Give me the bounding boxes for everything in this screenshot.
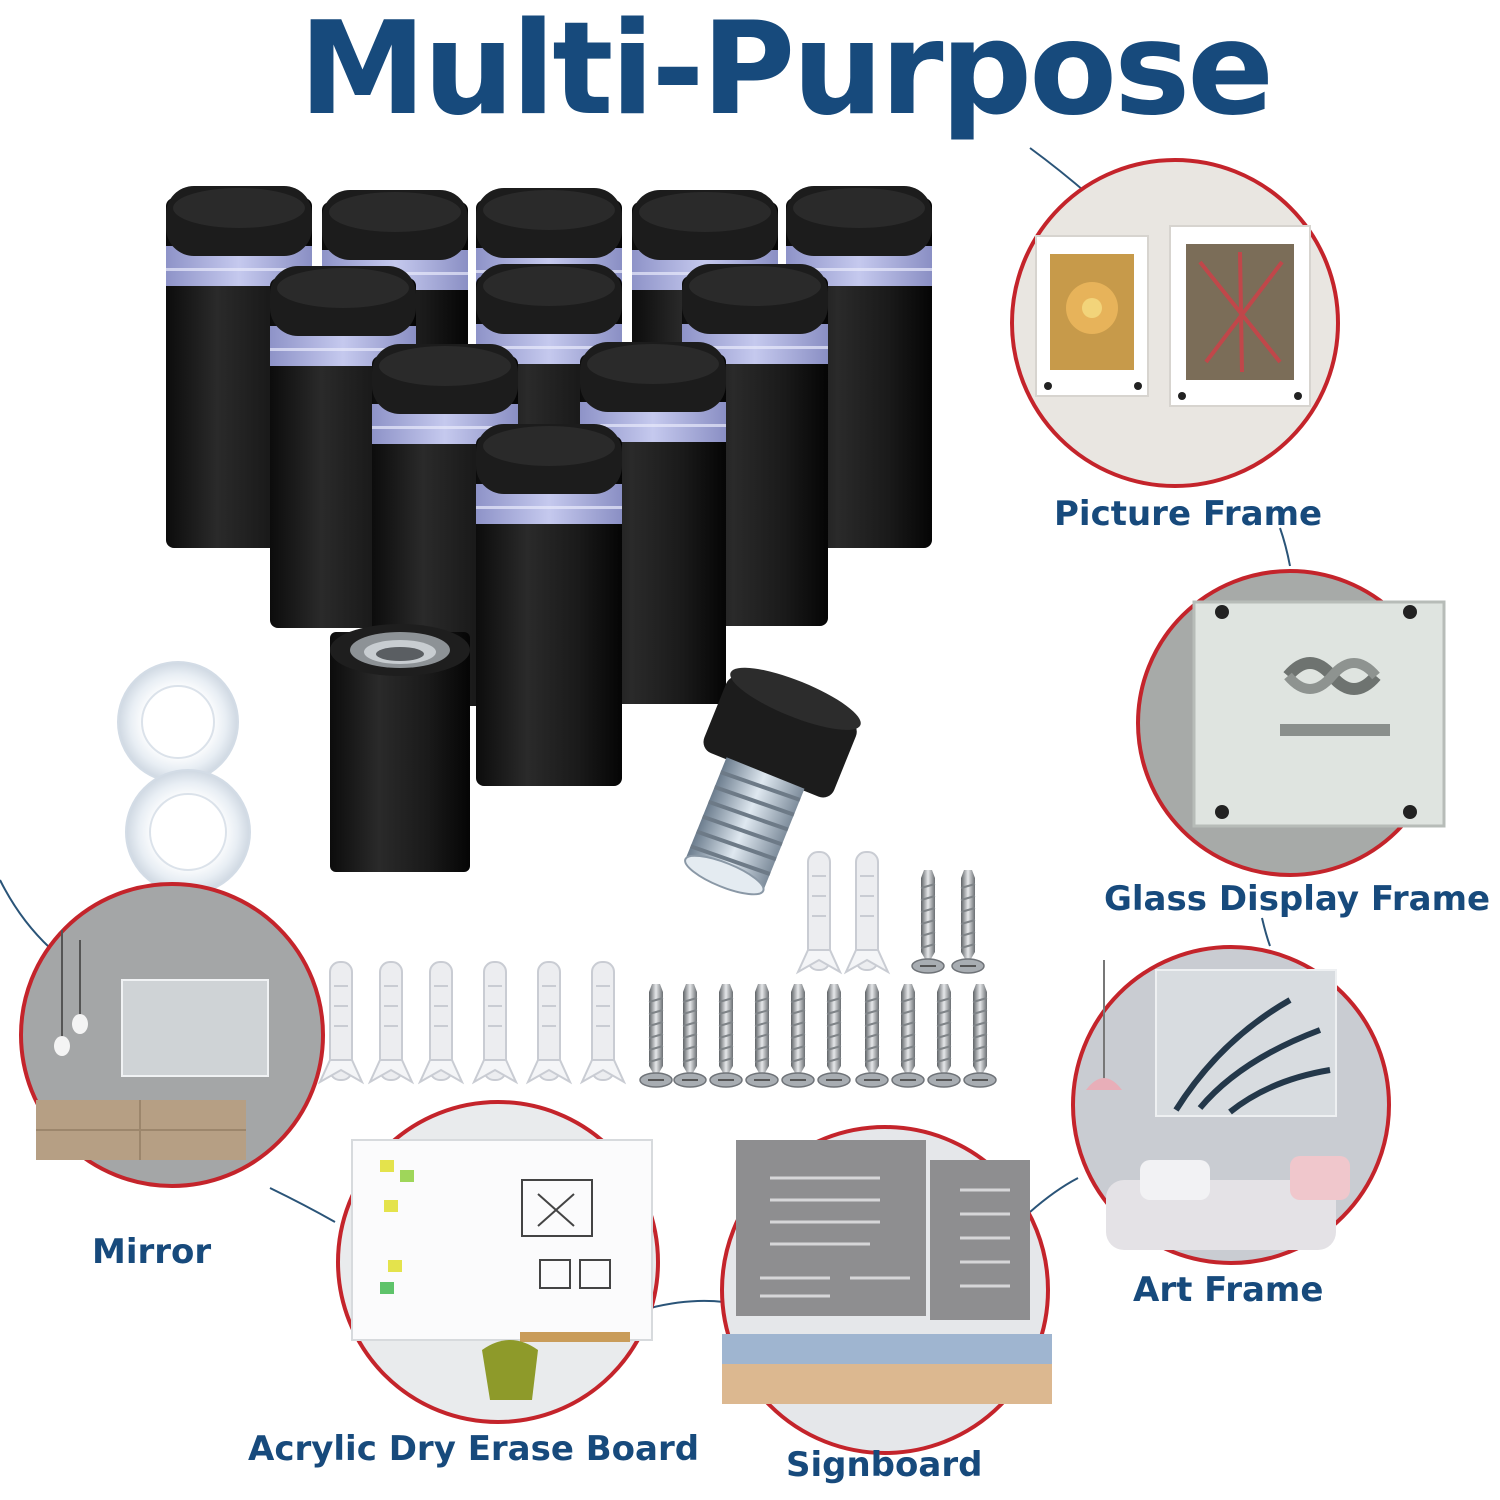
glass-display-frame-photo bbox=[1136, 569, 1446, 877]
label-glass-display-frame: Glass Display Frame bbox=[1104, 879, 1491, 919]
picture-frame-photo bbox=[1010, 158, 1340, 488]
signboard-photo bbox=[720, 1125, 1052, 1455]
standoff-barrel bbox=[330, 624, 470, 872]
standoff-cap-screw bbox=[684, 667, 861, 896]
connector-lines bbox=[0, 147, 1291, 1309]
label-signboard: Signboard bbox=[786, 1445, 983, 1485]
label-picture-frame: Picture Frame bbox=[1054, 494, 1323, 534]
standoff bbox=[476, 424, 622, 786]
page-title: Multi-Purpose bbox=[298, 0, 1274, 144]
label-acrylic-dry-erase-board: Acrylic Dry Erase Board bbox=[248, 1429, 700, 1469]
mirror-photo bbox=[19, 882, 325, 1188]
label-art-frame: Art Frame bbox=[1133, 1270, 1324, 1310]
acrylic-board-photo bbox=[336, 1100, 660, 1424]
label-mirror: Mirror bbox=[92, 1232, 212, 1272]
washers bbox=[117, 661, 251, 895]
art-frame-photo bbox=[1071, 945, 1391, 1265]
